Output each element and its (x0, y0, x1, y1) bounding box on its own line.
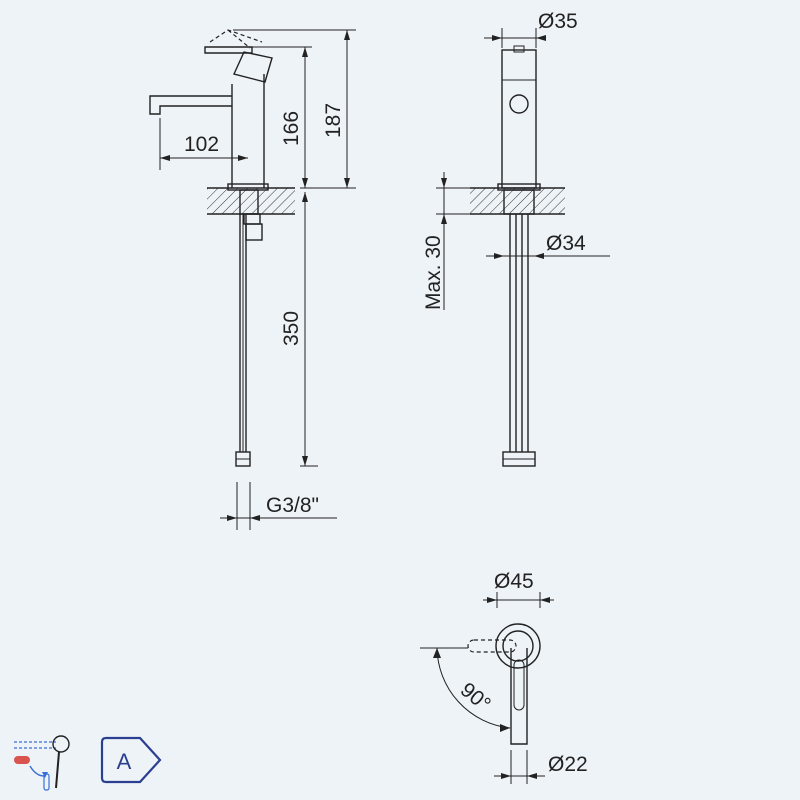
hose-side (235, 189, 263, 467)
deck-section-side (207, 188, 295, 214)
deck-section-front (470, 188, 565, 214)
dim-thread: G3/8" (266, 494, 319, 517)
faucet-body-side (149, 29, 273, 191)
dim-base-diameter: Ø45 (494, 570, 534, 593)
dim-lever-diameter: Ø22 (548, 753, 588, 776)
side-view: 102 166 187 350 G3/8" (149, 29, 356, 530)
dim-spout-height: 166 (280, 111, 303, 146)
dim-top-diameter: Ø35 (538, 10, 578, 33)
energy-class-badge-icon: A (100, 736, 162, 784)
dim-reach: 102 (184, 133, 219, 156)
hose-front (502, 189, 536, 467)
dim-deck-thickness: Max. 30 (422, 235, 445, 310)
dim-total-height: 187 (322, 103, 345, 138)
top-view: Ø45 90° Ø22 (420, 570, 588, 784)
faucet-body-front (497, 45, 541, 191)
front-view: Ø35 Max. 30 Ø34 (422, 10, 610, 467)
dim-hose-length: 350 (280, 311, 303, 346)
mixer-handle-icon (14, 735, 70, 791)
energy-class-label: A (117, 749, 132, 774)
dim-body-diameter: Ø34 (546, 232, 586, 255)
dim-rotation: 90° (456, 678, 495, 716)
